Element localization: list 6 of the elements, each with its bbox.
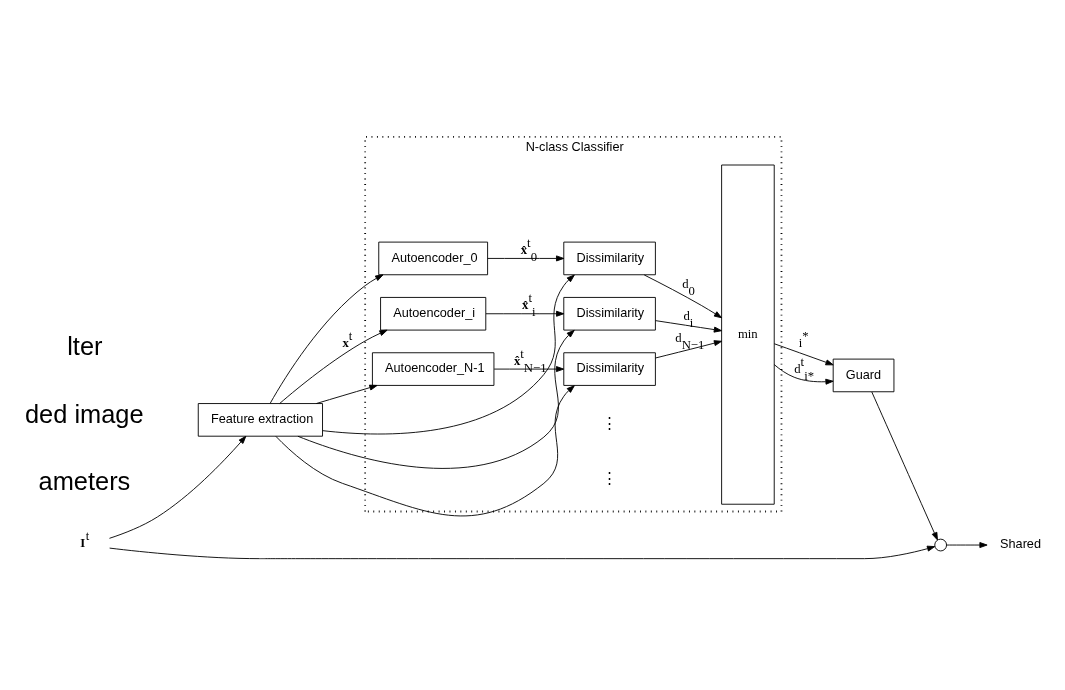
label: ded image <box>25 399 144 428</box>
label: ⋮ <box>602 469 618 486</box>
node-text: Shared <box>1000 536 1041 551</box>
label: ameters <box>38 466 131 495</box>
label: lter <box>67 331 103 360</box>
label: ⋮ <box>602 414 618 431</box>
